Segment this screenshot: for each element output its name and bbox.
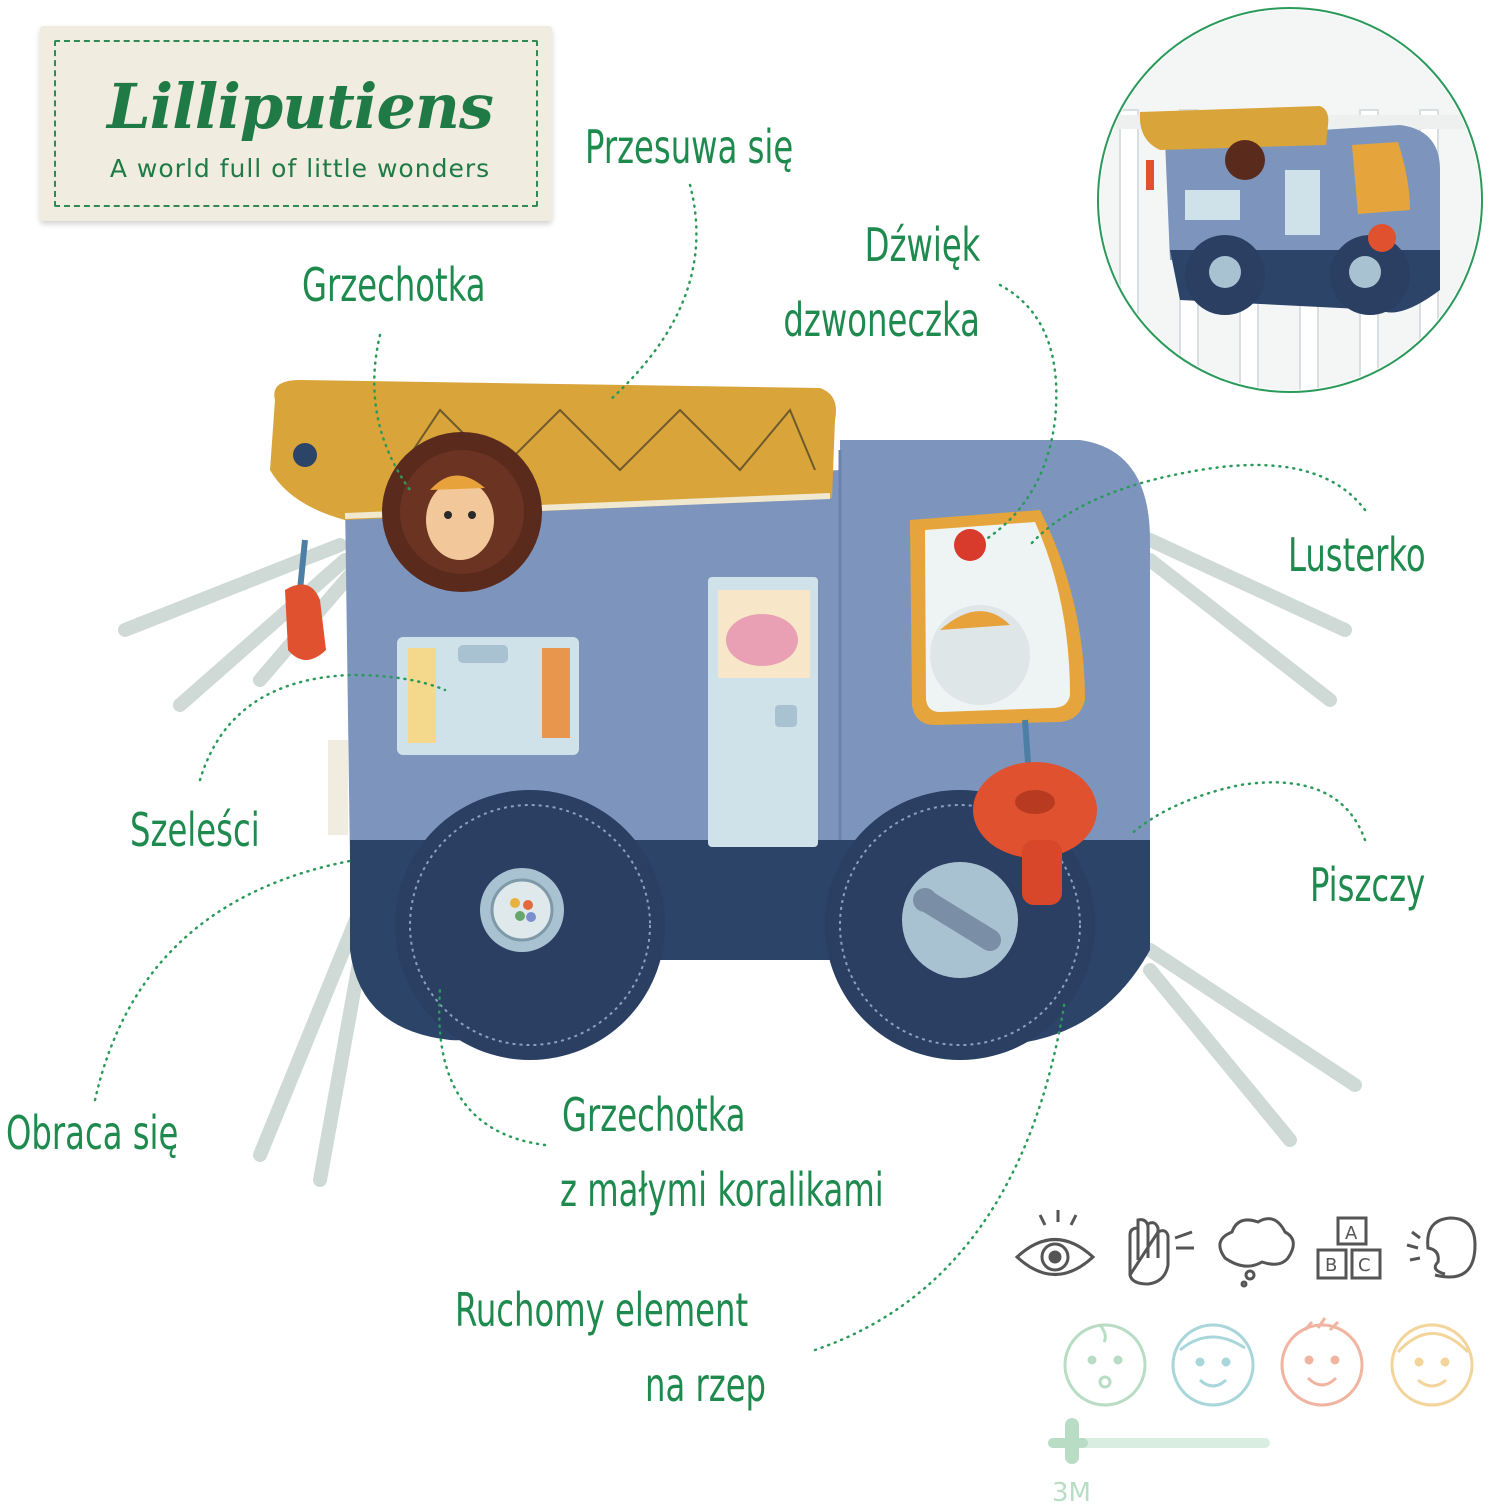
label-lusterko: Lusterko (1288, 528, 1426, 582)
red-tag (285, 584, 326, 660)
age-faces (1063, 1317, 1474, 1407)
rotating-disc (902, 862, 1018, 978)
baby-face-icon (1063, 1323, 1147, 1407)
brand-tagline: A world full of little wonders (109, 154, 491, 183)
brand-label: Lilliputiens A world full of little wond… (40, 26, 552, 221)
inset-crib-view (1097, 7, 1483, 393)
label-grzechotka-top: Grzechotka (302, 258, 486, 312)
label-piszczy: Piszczy (1310, 858, 1426, 912)
bead-rattle (480, 868, 564, 952)
ear-icon (1406, 1216, 1477, 1279)
svg-text:B: B (1325, 1255, 1337, 1276)
child-face-icon (1280, 1317, 1364, 1407)
age-slider (1048, 1418, 1270, 1464)
label-grzechotka-bottom-line1: Grzechotka (562, 1088, 746, 1142)
svg-text:A: A (1345, 1223, 1358, 1244)
brand-dashed-border (54, 40, 538, 207)
label-grzechotka-bottom-line2: z małymi koralikami (560, 1163, 884, 1217)
label-przesuwa: Przesuwa się (585, 120, 794, 174)
abc-blocks-icon: A B C (1316, 1216, 1382, 1280)
label-dzwiek-line1: Dźwięk (864, 218, 980, 272)
eye-icon (1014, 1210, 1096, 1276)
bell (954, 529, 986, 561)
hedgehog-rattle (382, 432, 542, 592)
kid-face-icon (1390, 1323, 1474, 1407)
label-szelesci: Szeleści (130, 803, 260, 857)
squeaky-key (973, 762, 1097, 905)
label-ruchomy-line2: na rzep (645, 1358, 767, 1412)
senses-icons: A B C (1014, 1210, 1477, 1288)
toddler-face-icon (1171, 1323, 1255, 1407)
crinkle-window (397, 637, 579, 755)
brand-logo: Lilliputiens (107, 70, 494, 143)
hand-icon (1128, 1218, 1194, 1286)
leader-lines (93, 183, 1367, 1352)
age-label: 3M (1052, 1478, 1091, 1508)
thought-cloud-icon (1218, 1217, 1295, 1288)
label-ruchomy-line1: Ruchomy element (455, 1283, 749, 1337)
svg-text:C: C (1358, 1255, 1371, 1276)
label-obraca: Obraca się (6, 1106, 179, 1160)
label-dzwiek-line2: dzwoneczka (783, 293, 980, 347)
